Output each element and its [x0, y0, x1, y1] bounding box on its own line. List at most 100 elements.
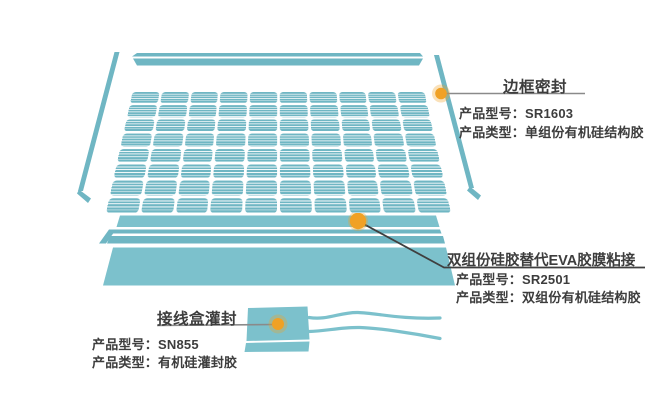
backsheet	[103, 247, 455, 286]
solar-cell	[382, 197, 417, 213]
solar-cell	[368, 92, 397, 104]
product-model-line: 产品型号：SR1603	[459, 105, 644, 124]
solar-cell	[246, 164, 278, 179]
solar-cell	[120, 133, 152, 147]
type-label: 产品类型：	[459, 124, 526, 140]
solar-cell	[279, 133, 309, 147]
type-value: 有机硅灌封胶	[158, 355, 238, 370]
cable-top	[307, 310, 442, 320]
type-label: 产品类型：	[92, 355, 159, 370]
product-type-line: 产品类型：双组份有机硅结构胶	[456, 289, 641, 308]
solar-cell	[214, 148, 246, 162]
solar-cell	[186, 119, 216, 132]
solar-cell	[216, 133, 246, 147]
solar-cell	[343, 148, 375, 162]
frame-rail-top-body	[133, 58, 423, 66]
solar-cell	[373, 133, 405, 147]
solar-cell	[279, 105, 308, 118]
solar-cell	[377, 164, 411, 179]
leader-line-junction-box	[156, 323, 278, 327]
solar-cell	[345, 164, 377, 179]
solar-cell	[140, 197, 175, 213]
solar-cell	[155, 119, 186, 132]
solar-cell	[130, 92, 160, 104]
solar-cell	[247, 148, 278, 162]
solar-cell	[313, 180, 346, 196]
solar-cell	[371, 119, 402, 132]
solar-cell	[348, 197, 382, 213]
solar-cell	[149, 148, 182, 162]
solar-cell	[339, 105, 369, 118]
frame-rail-left-foot	[77, 189, 91, 203]
solar-cell-array	[106, 92, 451, 213]
frame-rail-bottom-edge	[111, 229, 442, 234]
solar-cell	[245, 197, 278, 213]
solar-cell	[380, 180, 414, 196]
callout-info-frame-seal: 产品型号：SR1603 产品类型：单组份有机硅结构胶	[459, 105, 644, 142]
product-type-line: 产品类型：单组份有机硅结构胶	[459, 124, 644, 143]
solar-cell	[249, 92, 278, 104]
solar-cell	[217, 119, 247, 132]
callout-title-eva-replace: 双组份硅胶替代EVA胶膜粘接	[447, 253, 636, 269]
solar-cell	[399, 105, 430, 118]
solar-cell	[279, 180, 312, 196]
solar-cell	[218, 105, 248, 118]
solar-cell	[279, 197, 312, 213]
solar-cell	[309, 92, 338, 104]
callout-dot-frame-seal	[435, 87, 447, 100]
frame-rail-bottom-body	[107, 236, 445, 244]
solar-cell	[180, 164, 212, 179]
solar-cell	[157, 105, 188, 118]
solar-cell	[407, 148, 440, 162]
solar-cell	[309, 105, 339, 118]
solar-cell	[248, 119, 278, 132]
model-label: 产品型号：	[459, 106, 526, 121]
solar-cell	[397, 92, 427, 104]
callout-info-junction-box: 产品型号：SN855 产品类型：有机硅灌封胶	[92, 336, 237, 373]
solar-cell	[143, 180, 177, 196]
product-type-line: 产品类型：有机硅灌封胶	[92, 354, 237, 373]
frame-rail-right-foot	[467, 186, 481, 200]
solar-cell	[369, 105, 400, 118]
solar-cell	[109, 180, 144, 196]
solar-cell	[189, 92, 219, 104]
solar-cell	[113, 164, 147, 179]
type-value: 双组份有机硅结构胶	[522, 290, 641, 305]
frame-rail-right	[434, 55, 474, 188]
solar-cell	[245, 180, 278, 196]
callout-title-junction-box: 接线盒灌封	[157, 311, 238, 328]
solar-cell	[211, 180, 244, 196]
model-label: 产品型号：	[456, 271, 523, 287]
model-value: SR2501	[522, 271, 571, 287]
solar-cell	[152, 133, 184, 147]
solar-cell	[188, 105, 218, 118]
junction-box-lip	[244, 341, 310, 352]
leader-line-eva-replace	[359, 221, 645, 269]
encapsulant-sheet	[116, 215, 440, 227]
solar-cell	[249, 105, 278, 118]
solar-cell	[342, 133, 373, 147]
solar-cell	[160, 92, 189, 104]
solar-cell	[248, 133, 278, 147]
frame-rail-left	[78, 52, 120, 191]
frame-rail-top-edge	[132, 53, 423, 57]
callout-info-eva-replace: 产品型号：SR2501 产品类型：双组份有机硅结构胶	[456, 271, 641, 308]
solar-cell	[402, 119, 434, 132]
solar-cell	[410, 164, 444, 179]
solar-cell	[346, 180, 380, 196]
solar-cell	[404, 133, 437, 147]
solar-cell	[146, 164, 180, 179]
solar-cell	[182, 148, 214, 162]
solar-cell	[175, 197, 209, 213]
callout-dot-eva-replace	[349, 212, 367, 230]
solar-cell	[279, 164, 311, 179]
solar-cell	[210, 197, 243, 213]
solar-cell	[314, 197, 347, 213]
model-value: SN855	[158, 336, 199, 352]
solar-cell	[184, 133, 215, 147]
solar-cell	[117, 148, 150, 162]
solar-cell	[311, 148, 343, 162]
solar-cell	[177, 180, 211, 196]
